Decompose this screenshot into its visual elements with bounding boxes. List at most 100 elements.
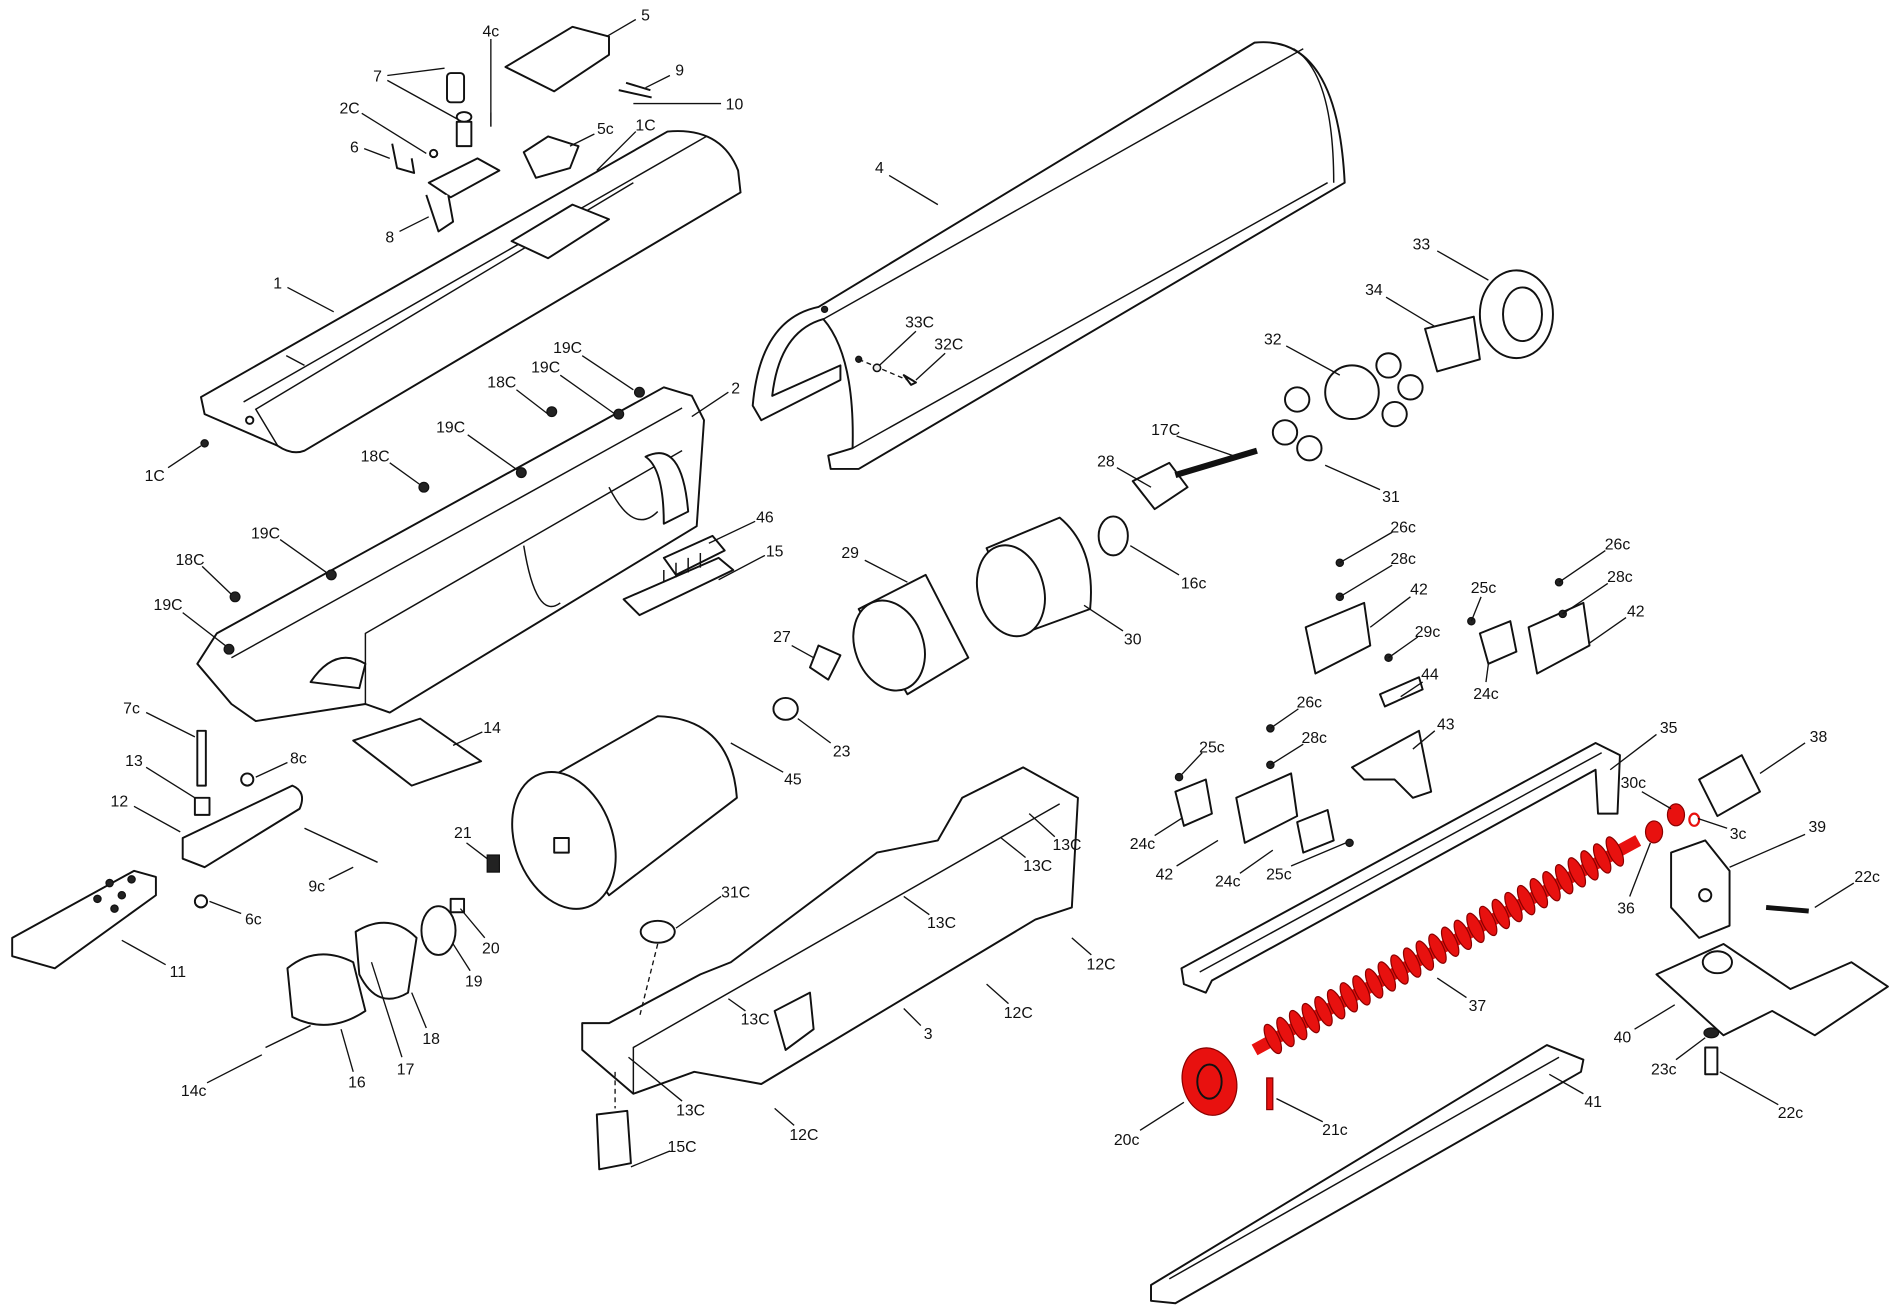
worm-thread	[1415, 940, 1435, 971]
worm-thread	[1326, 989, 1346, 1020]
leader-line	[1558, 549, 1606, 583]
worm-thread	[1504, 891, 1523, 923]
part-number-label: 16c	[1181, 575, 1207, 592]
part-number-label: 15C	[668, 1139, 697, 1156]
leader-line	[1629, 842, 1652, 897]
part-number-label: 17C	[1151, 422, 1180, 439]
worm-thread	[1580, 850, 1599, 881]
part-number-label: 5c	[597, 121, 614, 138]
part-number-label: 28c	[1390, 551, 1416, 568]
leader-line	[340, 1029, 354, 1073]
worm-thread	[1288, 1009, 1308, 1041]
leader-line	[133, 805, 181, 833]
leader-line	[389, 462, 421, 486]
part-number-label: 46	[756, 510, 774, 527]
leader-line	[255, 761, 288, 778]
leader-line	[718, 554, 766, 581]
part-number-label: 7c	[123, 701, 140, 718]
part-number-label: 22c	[1778, 1105, 1804, 1122]
part-number-label: 6	[350, 139, 359, 156]
leader-line	[1129, 545, 1180, 576]
leader-line	[387, 67, 445, 77]
part-number-label: 14	[483, 720, 501, 737]
leader-line	[1589, 616, 1627, 644]
part-number-label: 28	[1097, 453, 1115, 470]
part-number-label: 12C	[1004, 1005, 1033, 1022]
worm-thread	[1605, 836, 1625, 867]
leader-line	[466, 842, 488, 860]
part-number-label: 19C	[436, 419, 465, 436]
key-lock-parts	[391, 25, 652, 233]
part-number-label: 12	[111, 793, 129, 810]
part-number-label: 34	[1365, 282, 1383, 299]
part-number-label: 9	[675, 63, 684, 80]
part-number-label: 29c	[1415, 624, 1441, 641]
leader-line	[182, 612, 226, 647]
leader-line	[370, 962, 403, 1058]
part-number-label: 33C	[905, 315, 934, 332]
leader-line	[1116, 467, 1152, 488]
worm-thread	[1466, 912, 1485, 944]
base-part-3	[581, 766, 1079, 1171]
leader-line	[467, 434, 519, 471]
leader-line	[774, 1107, 795, 1126]
worm-thread	[1339, 982, 1359, 1013]
part-number-label: 18C	[487, 374, 516, 391]
leader-line	[1176, 839, 1219, 867]
part-number-label: 14c	[181, 1083, 207, 1100]
leader-line	[1400, 681, 1423, 698]
part-number-label: 30	[1124, 631, 1142, 648]
part-number-label: 38	[1810, 729, 1828, 746]
leader-line	[1176, 435, 1233, 457]
worm-thread	[1491, 898, 1511, 930]
worm-thread	[1263, 1023, 1283, 1055]
leader-line	[121, 939, 166, 966]
main-cover-part-4	[751, 41, 1346, 470]
part-number-label: 30c	[1621, 775, 1647, 792]
leader-line	[452, 731, 483, 747]
part-number-label: 13C	[927, 915, 956, 932]
worm-screw-part-37	[1251, 835, 1642, 1056]
leader-line	[596, 131, 637, 171]
top-cover-part-1	[199, 130, 742, 454]
electric-motor-part-45	[511, 715, 738, 910]
leader-line	[1436, 977, 1467, 999]
part-number-label: 25c	[1471, 580, 1497, 597]
leader-line	[1719, 1071, 1779, 1106]
part-number-label: 28c	[1301, 730, 1327, 747]
arm-assembly-parts	[11, 729, 500, 1049]
leader-line	[1239, 849, 1274, 874]
worm-thread	[1314, 995, 1333, 1027]
leader-line	[1485, 663, 1490, 683]
leader-line	[903, 1008, 922, 1027]
leader-line	[399, 216, 430, 233]
leader-line	[145, 766, 196, 799]
part-number-label: 9c	[308, 879, 325, 896]
leader-line	[1270, 743, 1304, 766]
leader-line	[1369, 596, 1411, 628]
part-number-label: 13C	[1023, 858, 1052, 875]
screws-18c-19c	[200, 386, 645, 655]
part-number-label: 42	[1627, 603, 1645, 620]
part-number-label: 31C	[721, 885, 750, 902]
part-number-label: 19C	[531, 360, 560, 377]
leader-line	[1180, 752, 1203, 776]
leader-line	[1000, 837, 1026, 858]
part-number-label: 16	[348, 1075, 366, 1092]
leader-line	[878, 330, 917, 366]
leader-line	[1071, 937, 1092, 956]
part-number-label: 13C	[676, 1103, 705, 1120]
worm-thread	[1453, 919, 1473, 951]
leader-line	[1285, 345, 1341, 376]
part-number-label: 1C	[635, 117, 655, 134]
part-number-label: 19C	[553, 340, 582, 357]
leader-line	[201, 565, 232, 595]
leader-line	[206, 1054, 263, 1084]
leader-line	[559, 374, 616, 415]
worm-thread	[1440, 926, 1460, 957]
leader-line	[1470, 596, 1482, 622]
leader-line	[1269, 708, 1299, 729]
leader-line	[1436, 250, 1489, 281]
leader-line	[167, 445, 202, 469]
part-number-label: 2	[731, 380, 740, 397]
